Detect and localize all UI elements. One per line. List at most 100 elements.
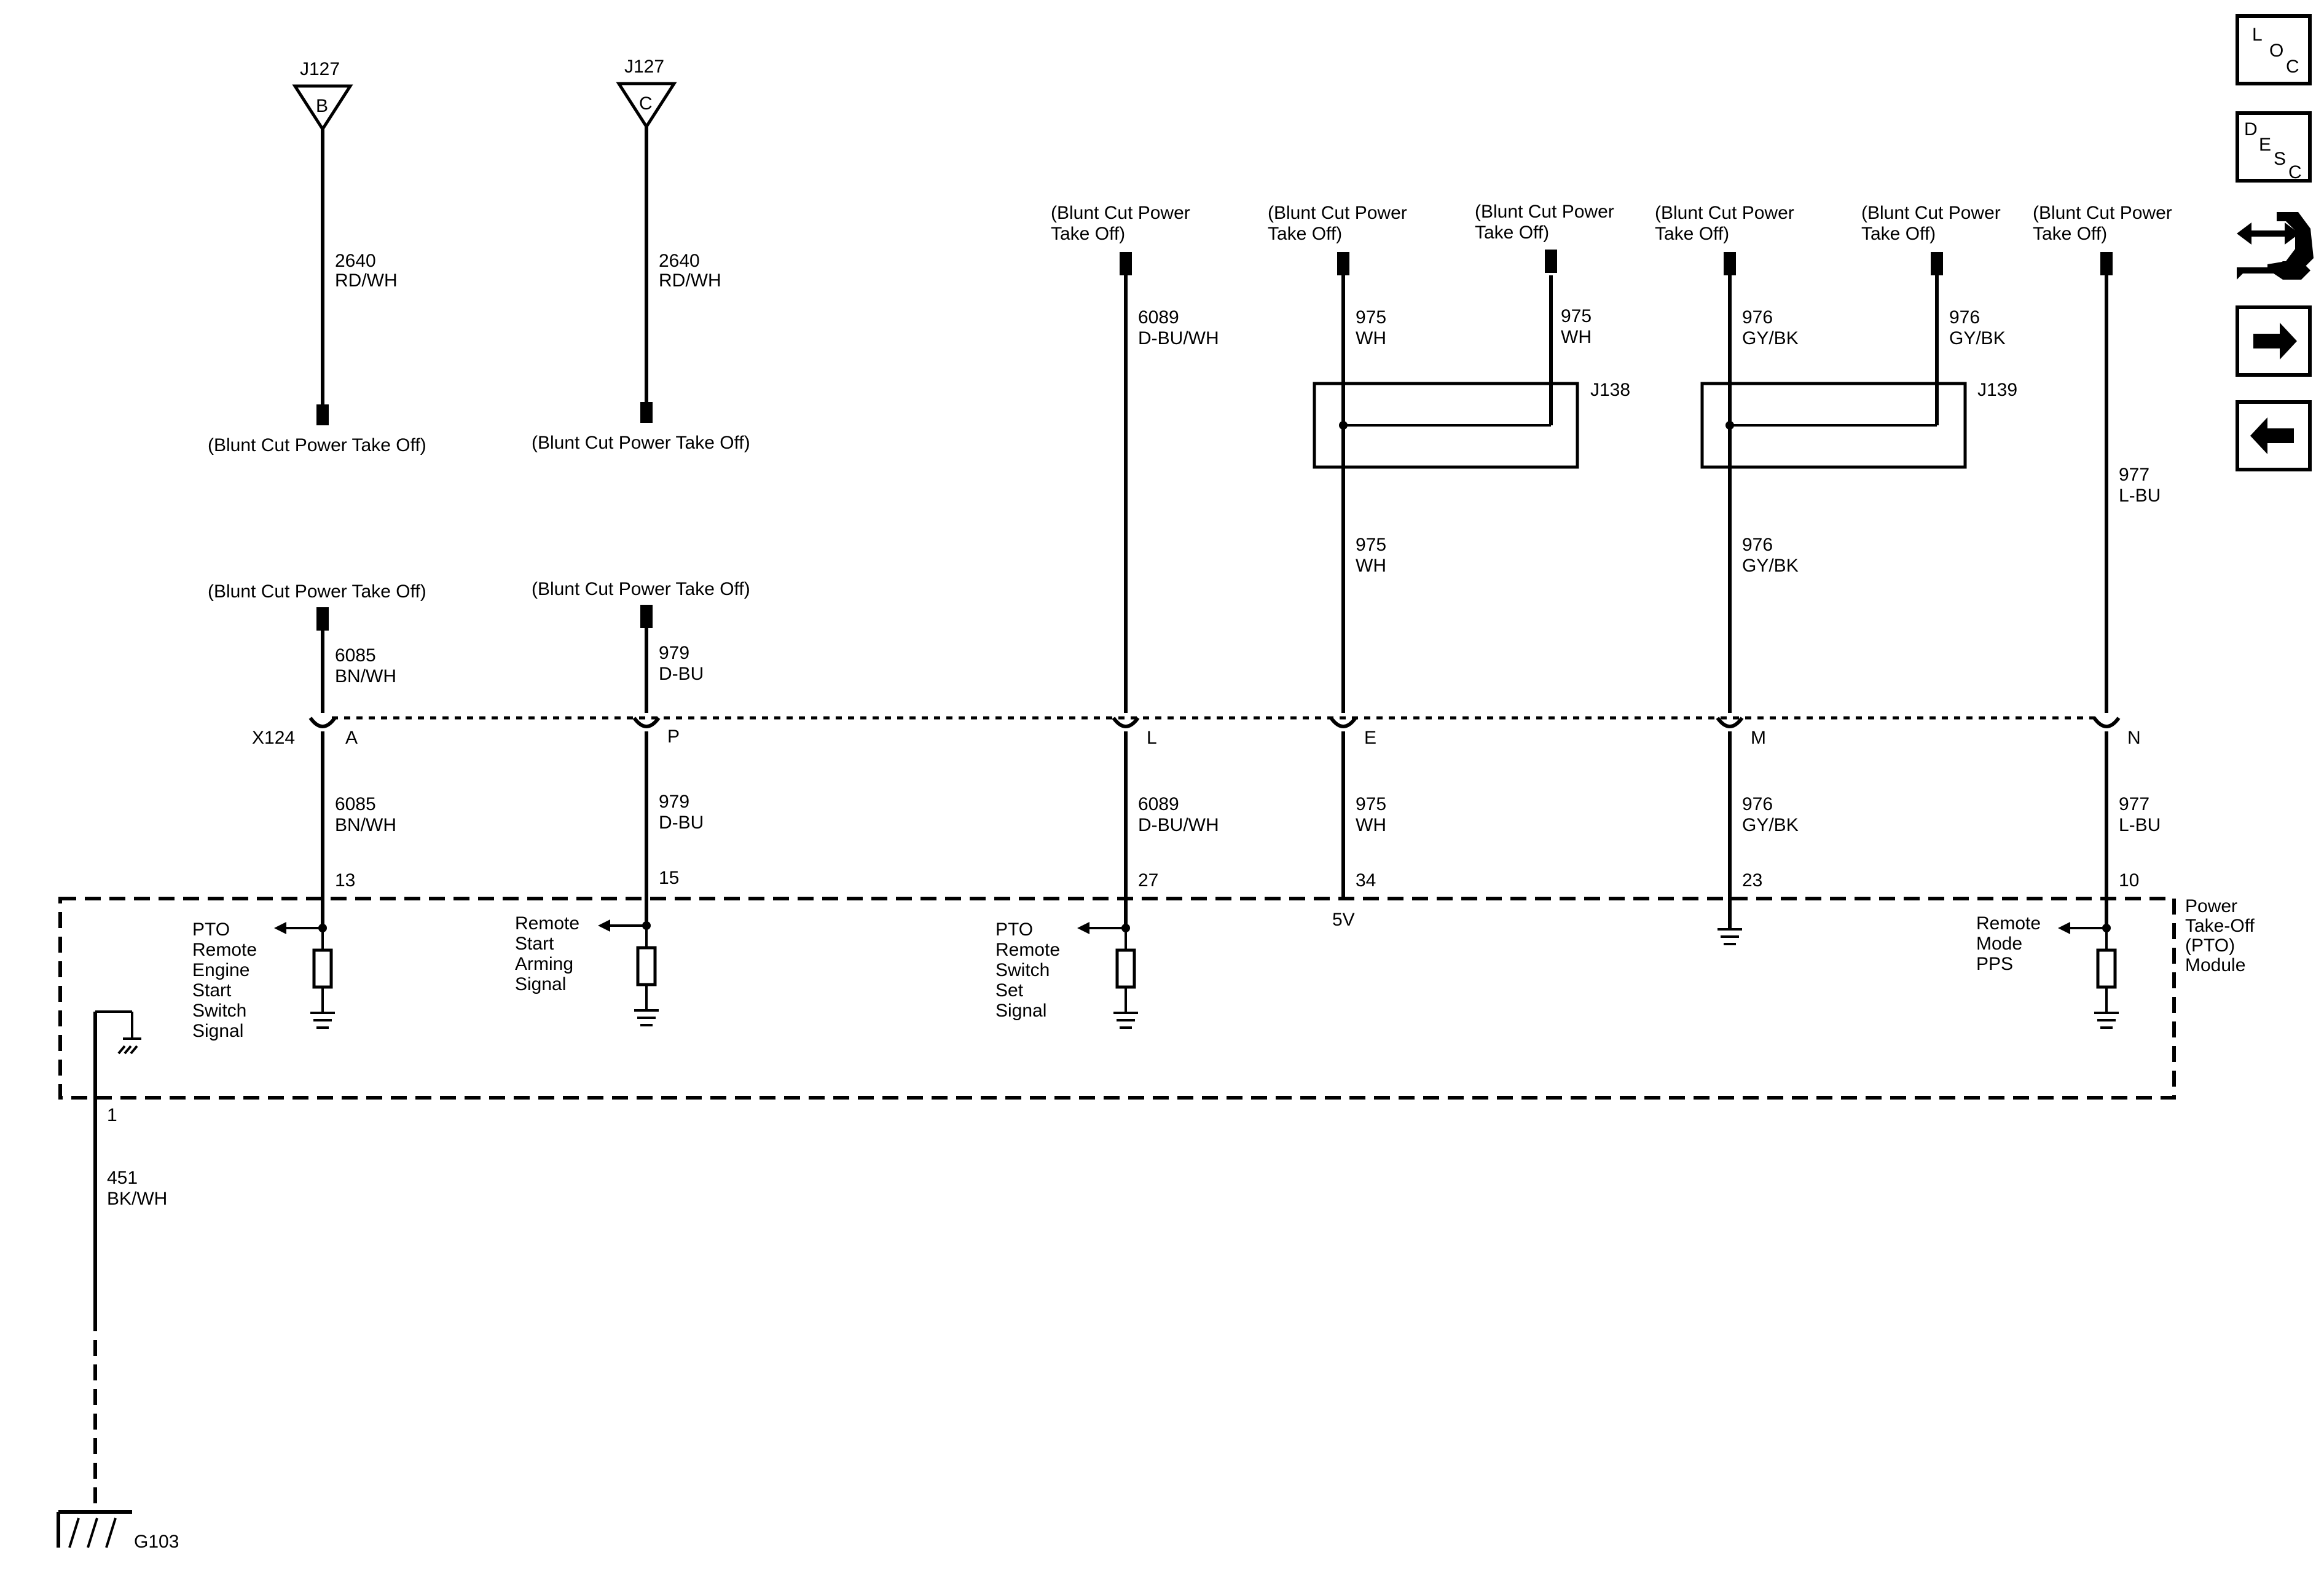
blunt-cut-n-line2: Take Off): [2033, 224, 2107, 244]
l-signal-line2: Remote: [995, 940, 1060, 960]
blunt-cut-e1-line2: Take Off): [1268, 224, 1342, 244]
e-lower-wire-number: 975: [1356, 794, 1386, 814]
p-upper-wire-color: D-BU: [659, 664, 704, 684]
p-internal-circuit: Remote Start Arming Signal: [515, 913, 659, 1026]
n-signal-line1: Remote: [1976, 913, 2041, 934]
p-upper-wire-number: 979: [659, 643, 689, 663]
loc-letter-o: O: [2269, 41, 2283, 61]
m-lower-wire-color: GY/BK: [1742, 815, 1799, 835]
j127-b-wire-number: 2640: [335, 251, 376, 271]
a-lower-wire-number: 6085: [335, 794, 376, 814]
x124-pin-n: N: [2127, 728, 2141, 748]
a-upper-wire-number: 6085: [335, 645, 376, 666]
j127-c-connector-label: J127: [624, 57, 664, 77]
m-upper2-wire-color: GY/BK: [1949, 328, 2006, 348]
p-signal-line4: Signal: [515, 974, 566, 994]
p-signal-line3: Arming: [515, 954, 573, 974]
n-lower-wire-number: 977: [2119, 794, 2149, 814]
blunt-cut-m2-line2: Take Off): [1861, 224, 1936, 244]
m-internal-circuit: [1717, 928, 1742, 945]
j127-c-wire-number: 2640: [659, 251, 700, 271]
arrow-right-icon: [2253, 323, 2297, 360]
l-lower-wire-number: 6089: [1138, 794, 1179, 814]
n-lower-wire-color: L-BU: [2119, 815, 2161, 835]
e-lower-wire-color: WH: [1356, 815, 1386, 835]
m-upper2-wire-number: 976: [1949, 307, 1980, 328]
a-signal-line2: Remote: [192, 940, 257, 960]
j139-label: J139: [1977, 380, 2017, 400]
a-signal-line6: Signal: [192, 1021, 243, 1041]
x124-pin-e: E: [1364, 728, 1376, 748]
a-lower-wire-color: BN/WH: [335, 815, 396, 835]
n-upper-wire-number: 977: [2119, 465, 2149, 485]
p-signal-line1: Remote: [515, 913, 579, 934]
e-upper2-wire-color: WH: [1561, 327, 1592, 347]
e-supply-label: 5V: [1332, 910, 1355, 930]
l-module-pin: 27: [1138, 870, 1158, 891]
desc-letter-e: E: [2259, 135, 2271, 155]
n-internal-circuit: Remote Mode PPS: [1976, 913, 2119, 1029]
m-upper-wire-color: GY/BK: [1742, 328, 1799, 348]
m-upper-wire-number: 976: [1742, 307, 1773, 328]
next-page-button[interactable]: [2236, 305, 2312, 377]
n-module-pin: 10: [2119, 870, 2139, 891]
p-lower-wire-color: D-BU: [659, 813, 704, 833]
blunt-cut-n: (Blunt Cut Power Take Off): [2033, 203, 2172, 275]
l-signal-line1: PTO: [995, 919, 1033, 940]
blunt-cut-m1: (Blunt Cut Power Take Off): [1655, 203, 1794, 275]
l-upper-wire-number: 6089: [1138, 307, 1179, 328]
j127-b-pin-label: B: [316, 96, 328, 116]
blunt-cut-l: (Blunt Cut Power Take Off): [1051, 203, 1190, 275]
module-name-line4: Module: [2185, 955, 2245, 975]
m-lower-wire-number: 976: [1742, 794, 1773, 814]
x124-pin-m: M: [1751, 728, 1766, 748]
desc-button[interactable]: D E S C: [2236, 111, 2312, 183]
blunt-cut-e1: (Blunt Cut Power Take Off): [1268, 203, 1407, 275]
n-upper-wire-color: L-BU: [2119, 486, 2161, 506]
desc-letter-c: C: [2288, 162, 2302, 183]
e-upper2-wire-number: 975: [1561, 306, 1592, 326]
blunt-cut-n-line1: (Blunt Cut Power: [2033, 203, 2172, 223]
desc-letter-s: S: [2274, 149, 2286, 169]
x124-label: X124: [252, 728, 295, 748]
p-module-pin: 15: [659, 868, 679, 888]
x124-pin-a: A: [345, 728, 358, 748]
blunt-cut-e2-line2: Take Off): [1475, 222, 1549, 243]
m-mid-wire-color: GY/BK: [1742, 556, 1799, 576]
loc-button[interactable]: L O C: [2236, 14, 2312, 85]
j127-b-wire-color: RD/WH: [335, 270, 398, 291]
desc-letter-d: D: [2244, 119, 2258, 140]
e-upper-wire-number: 975: [1356, 307, 1386, 328]
a-signal-line1: PTO: [192, 919, 230, 940]
e-module-pin: 34: [1356, 870, 1376, 891]
e-internal-circuit: 5V: [1332, 910, 1355, 930]
splice-j139: J139: [1700, 275, 2017, 469]
arrow-left-icon: [2250, 417, 2294, 454]
blunt-cut-m1-line2: Take Off): [1655, 224, 1729, 244]
splice-j138: J138: [1313, 275, 1630, 469]
loc-letter-c: C: [2286, 57, 2299, 77]
l-upper-wire-color: D-BU/WH: [1138, 328, 1219, 348]
blunt-cut-m2-line1: (Blunt Cut Power: [1861, 203, 2001, 223]
connector-tool-icon[interactable]: [2237, 212, 2314, 280]
ground-module-pin: 1: [107, 1105, 117, 1125]
blunt-cut-l-line1: (Blunt Cut Power: [1051, 203, 1190, 223]
a-blunt-cut-label: (Blunt Cut Power Take Off): [208, 581, 426, 602]
e-mid-wire-color: WH: [1356, 556, 1386, 576]
a-signal-line4: Start: [192, 980, 232, 1001]
a-upper-wire-color: BN/WH: [335, 666, 396, 687]
a-internal-circuit: PTO Remote Engine Start Switch Signal: [192, 919, 335, 1041]
e-upper-wire-color: WH: [1356, 328, 1386, 348]
j127-b-branch: J127 B 2640 RD/WH (Blunt Cut Power Take …: [208, 59, 426, 455]
n-signal-line2: Mode: [1976, 934, 2022, 954]
m-module-pin: 23: [1742, 870, 1762, 891]
prev-page-button[interactable]: [2236, 400, 2312, 471]
blunt-cut-m2: (Blunt Cut Power Take Off): [1861, 203, 2001, 275]
j127-c-branch: J127 C 2640 RD/WH (Blunt Cut Power Take …: [532, 57, 750, 453]
blunt-cut-e2: (Blunt Cut Power Take Off): [1475, 202, 1614, 273]
j127-c-connector-symbol: [616, 82, 677, 130]
x124-pin-p: P: [667, 726, 680, 747]
x124-pin-l: L: [1147, 728, 1157, 748]
x124-connector: X124 A P L E M N: [252, 716, 2141, 748]
